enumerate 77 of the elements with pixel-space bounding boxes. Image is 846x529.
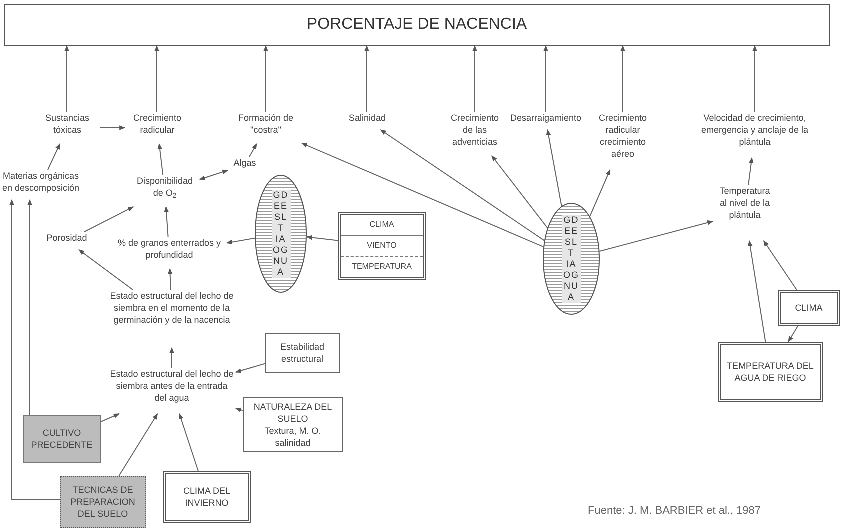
title-text: PORCENTAJE DE NACENCIA — [306, 19, 528, 31]
arrow — [264, 45, 268, 112]
arrow — [10, 199, 60, 500]
title-box — [4, 4, 830, 46]
arrow — [249, 143, 258, 158]
factor-text: VIENTO — [367, 240, 397, 252]
arrow — [84, 206, 134, 232]
arrow — [78, 250, 134, 290]
factor-box — [23, 415, 101, 463]
arrow — [28, 199, 32, 416]
node-text: Temperatura al nivel de la plántula — [718, 185, 772, 221]
ellipse-text: GD EE SL T IA OG NU A — [272, 190, 290, 278]
arrow — [752, 45, 758, 112]
factor-box — [163, 471, 251, 523]
node-text: % de granos enterrados y profundidad — [116, 237, 222, 261]
arrow — [226, 238, 256, 245]
arrow — [100, 126, 126, 130]
node-text: TEMPERATURA DEL AGUA DE RIEGO — [726, 360, 815, 384]
arrow — [620, 45, 626, 112]
arrow — [48, 143, 61, 170]
arrow — [164, 206, 169, 238]
node-text: CLIMA DEL INVIERNO — [182, 485, 232, 509]
arrow — [179, 413, 199, 472]
arrow — [158, 143, 164, 176]
arrow — [546, 129, 562, 207]
node-text: Formación de "costra" — [237, 112, 295, 136]
arrow — [544, 45, 548, 112]
arrow — [306, 235, 338, 242]
arrow — [590, 169, 611, 217]
arrow — [154, 45, 160, 112]
node-text: Materias orgánicas en descomposición — [1, 170, 81, 194]
arrow — [364, 45, 370, 112]
node-text: CULTIVO PRECEDENTE — [30, 427, 94, 451]
factor-box — [265, 333, 340, 373]
arrow — [100, 414, 120, 422]
node-text: Sustancias tóxicas — [44, 112, 91, 136]
arrow — [380, 130, 546, 242]
factor-text: CLIMA — [370, 219, 394, 231]
factor-box — [718, 342, 823, 402]
node-text: Estabilidad estructural — [279, 341, 326, 365]
factor-box — [60, 476, 146, 528]
node-text: Crecimiento radicular — [132, 112, 182, 136]
arrow — [235, 408, 244, 412]
arrow — [788, 326, 799, 343]
arrow — [748, 240, 766, 342]
arrow — [748, 157, 754, 186]
node-text: CLIMA — [794, 302, 824, 314]
climate-box — [338, 212, 426, 280]
ellipse-text: GD EE SL T IA OG NU A — [562, 215, 581, 303]
node-text: NATURALEZA DEL SUELO — [252, 400, 334, 424]
node-text: TECNICAS DE PREPARACION DEL SUELO — [70, 484, 136, 520]
node-text: Estado estructural del lecho de siembra en el momento de la germinación y de la nacencia — [109, 290, 235, 326]
node-text: Algas — [232, 157, 258, 169]
arrow — [170, 347, 174, 368]
arrow — [199, 170, 229, 180]
node-text: Porosidad — [46, 232, 88, 244]
arrow — [118, 414, 158, 476]
node-text: Velocidad de crecimiento, emergencia y anclaje de la plántula — [700, 112, 810, 148]
node-text: Estado estructural del lecho de siembra antes de la entrada del agua — [109, 368, 235, 404]
factor-box — [243, 397, 343, 452]
node-text: Salinidad — [348, 112, 388, 124]
arrow — [599, 220, 714, 252]
source-note: Fuente: J. M. BARBIER et al., 1987 — [588, 504, 762, 519]
arrow — [472, 45, 478, 112]
arrow — [168, 268, 173, 290]
arrow — [235, 363, 266, 374]
node-text: Crecimiento radicular crecimiento aéreo — [598, 112, 648, 160]
node-text: Crecimiento de las adventicias — [450, 112, 500, 148]
node-text: Desarraigamiento — [509, 112, 583, 124]
factor-box — [778, 290, 840, 326]
factor-text: TEMPERATURA — [352, 261, 412, 273]
node-text: Disponibilidad de O$_{2}$ — [136, 175, 194, 199]
arrow — [763, 240, 798, 290]
arrow — [301, 142, 544, 248]
arrow — [64, 45, 70, 112]
arrow — [492, 156, 548, 229]
node-text: Textura, M. O. salinidad — [264, 424, 322, 448]
